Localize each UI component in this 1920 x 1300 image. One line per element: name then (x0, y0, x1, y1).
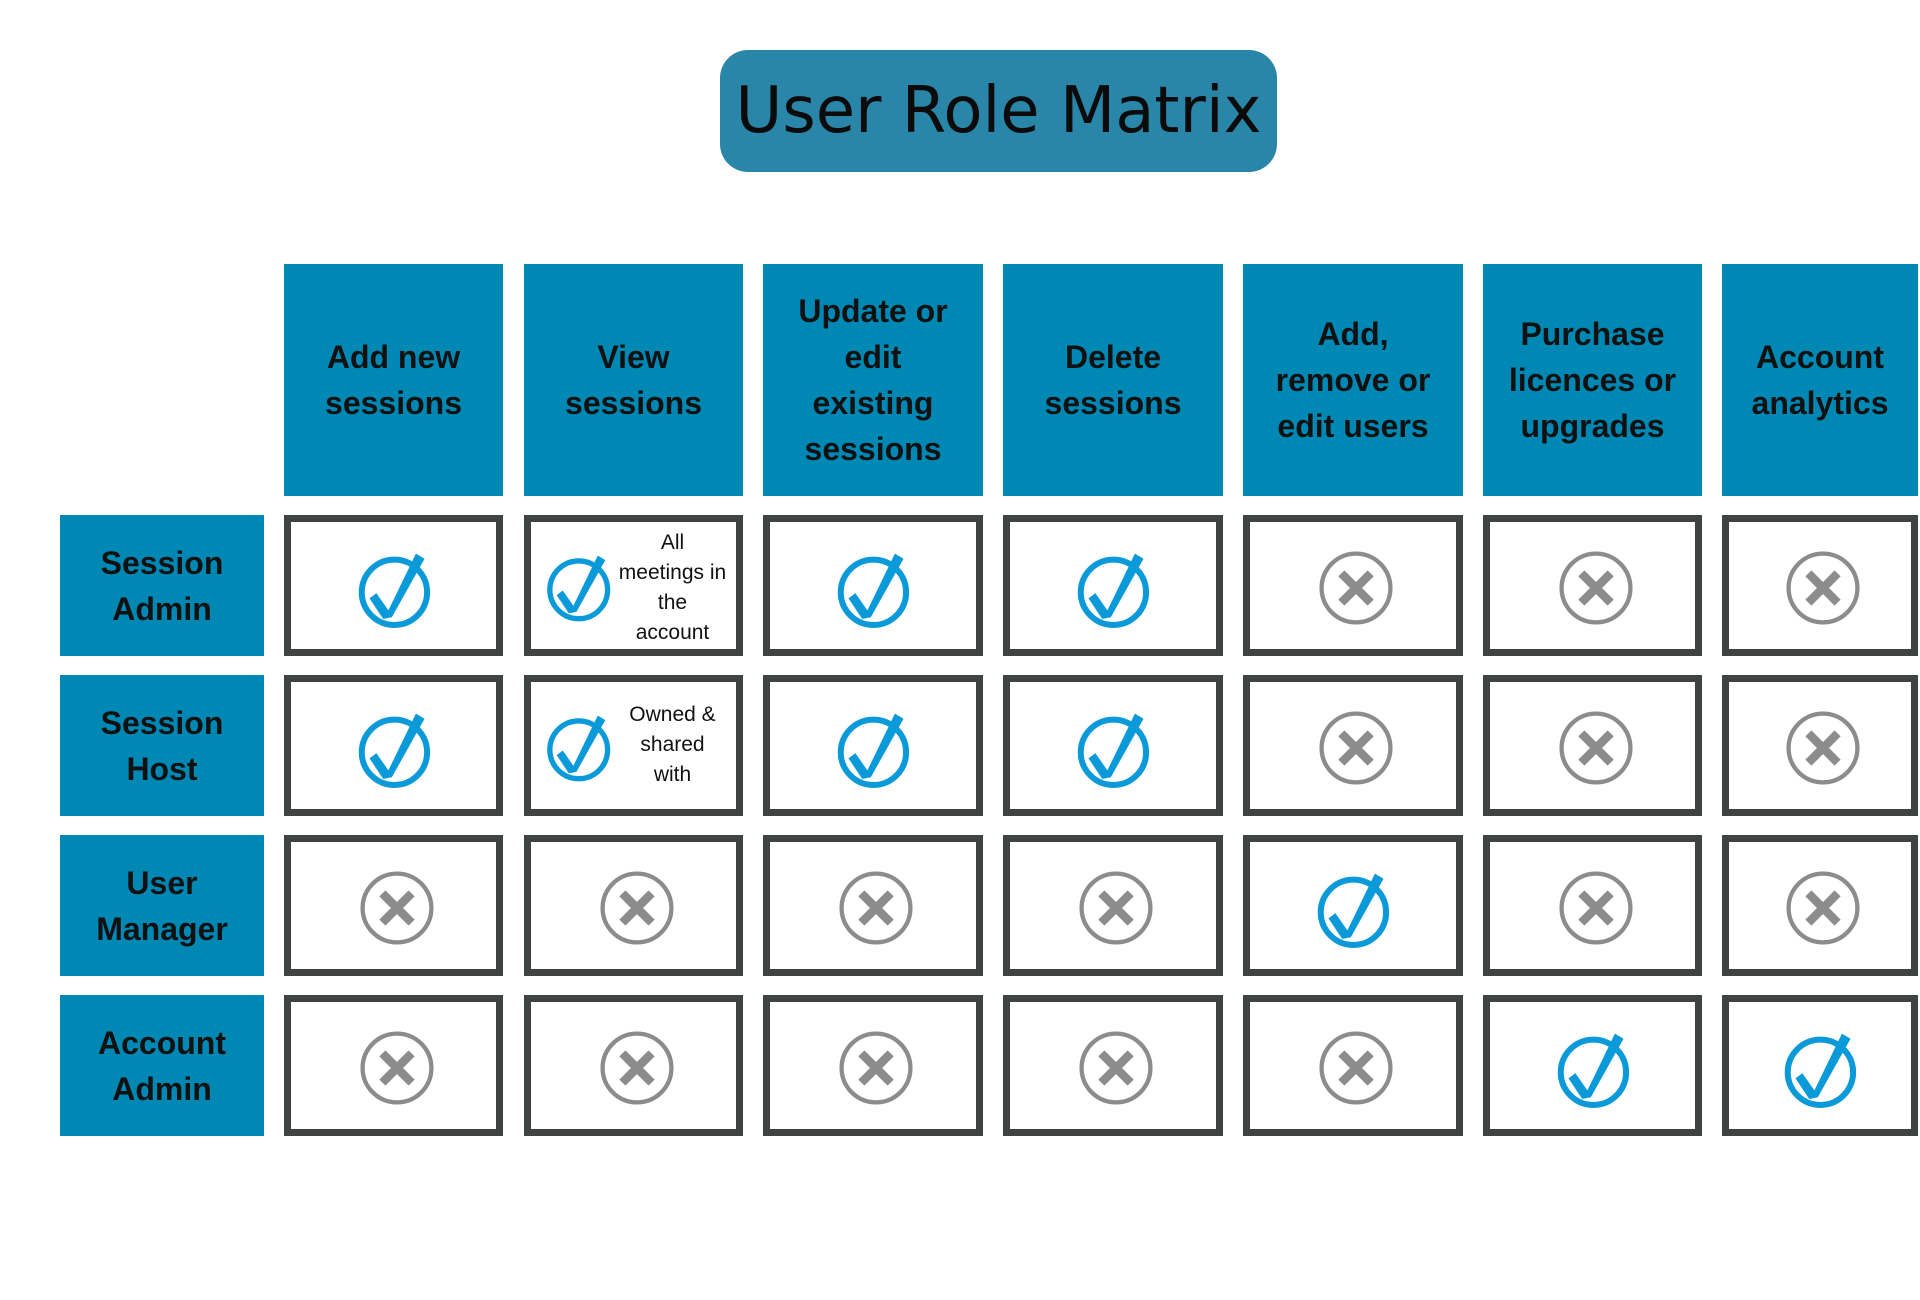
matrix-cell (284, 675, 503, 816)
x-circle-icon (1786, 711, 1860, 785)
x-circle-icon (1559, 551, 1633, 625)
x-circle-icon (1786, 551, 1860, 625)
x-circle-icon (1559, 871, 1633, 945)
column-header-label: Update or edit existing sessions (798, 293, 948, 467)
column-header-label: Add, remove or edit users (1275, 316, 1431, 444)
check-circle-icon (547, 555, 611, 622)
column-header-label: Delete sessions (1044, 339, 1182, 421)
x-circle-icon (839, 871, 913, 945)
matrix-cell: Owned & shared with (524, 675, 743, 816)
cell-note: All meetings in the account (618, 531, 727, 644)
matrix-cell (1243, 675, 1463, 816)
matrix-cell (763, 515, 983, 656)
row-header-label: User Manager (96, 864, 228, 947)
x-circle-icon (1079, 871, 1153, 945)
column-header-add-new-sessions: Add new sessions (284, 264, 503, 496)
check-circle-icon (358, 713, 431, 788)
matrix-cell (763, 675, 983, 816)
x-circle-icon (600, 871, 674, 945)
x-circle-icon (1786, 871, 1860, 945)
cell-note: Owned & shared with (629, 703, 716, 786)
x-circle-icon (1559, 711, 1633, 785)
row-header-session-admin: Session Admin (60, 515, 264, 656)
column-header-update-or-edit-existing-sessions: Update or edit existing sessions (763, 264, 983, 496)
matrix-cell (284, 515, 503, 656)
matrix-cell (1722, 995, 1918, 1136)
matrix-cell (763, 995, 983, 1136)
matrix-cell (1003, 515, 1223, 656)
check-circle-icon (358, 553, 431, 628)
matrix-cell (1243, 515, 1463, 656)
column-header-purchase-licences-or-upgrades: Purchase licences or upgrades (1483, 264, 1702, 496)
x-circle-icon (1319, 1031, 1393, 1105)
row-header-label: Account Admin (98, 1024, 226, 1107)
check-circle-icon (1784, 1033, 1857, 1108)
matrix-cell (1483, 675, 1702, 816)
check-circle-icon (547, 715, 611, 782)
matrix-cell (1722, 515, 1918, 656)
matrix-cell (524, 835, 743, 976)
matrix-cell (1722, 675, 1918, 816)
column-header-label: Account analytics (1751, 339, 1889, 421)
matrix-cell (1483, 835, 1702, 976)
check-circle-icon (1077, 553, 1150, 628)
matrix-cell: All meetings in the account (524, 515, 743, 656)
column-header-account-analytics: Account analytics (1722, 264, 1918, 496)
matrix-cell (1003, 995, 1223, 1136)
x-circle-icon (1319, 551, 1393, 625)
matrix-cell (1243, 835, 1463, 976)
x-circle-icon (839, 1031, 913, 1105)
row-header-label: Session Admin (100, 544, 224, 627)
check-circle-icon (837, 553, 910, 628)
check-circle-icon (1077, 713, 1150, 788)
column-header-delete-sessions: Delete sessions (1003, 264, 1223, 496)
matrix-cell (763, 835, 983, 976)
matrix-cell (1483, 995, 1702, 1136)
matrix-cell (524, 995, 743, 1136)
page-title: User Role Matrix (720, 50, 1277, 172)
row-header-user-manager: User Manager (60, 835, 264, 976)
column-header-label: Add new sessions (325, 339, 462, 421)
matrix-cell (1243, 995, 1463, 1136)
row-header-session-host: Session Host (60, 675, 264, 816)
check-circle-icon (1557, 1033, 1630, 1108)
row-header-label: Session Host (100, 704, 224, 787)
x-circle-icon (360, 1031, 434, 1105)
matrix-cell (1003, 835, 1223, 976)
row-header-account-admin: Account Admin (60, 995, 264, 1136)
x-circle-icon (360, 871, 434, 945)
matrix-cell (1722, 835, 1918, 976)
matrix-cell (1483, 515, 1702, 656)
column-header-view-sessions: View sessions (524, 264, 743, 496)
x-circle-icon (1079, 1031, 1153, 1105)
column-header-label: Purchase licences or upgrades (1508, 316, 1677, 444)
matrix-cell (1003, 675, 1223, 816)
matrix-cell (284, 835, 503, 976)
x-circle-icon (600, 1031, 674, 1105)
column-header-add-remove-or-edit-users: Add, remove or edit users (1243, 264, 1463, 496)
check-circle-icon (1317, 873, 1390, 948)
check-circle-icon (837, 713, 910, 788)
matrix-cell (284, 995, 503, 1136)
column-header-label: View sessions (565, 339, 702, 421)
x-circle-icon (1319, 711, 1393, 785)
